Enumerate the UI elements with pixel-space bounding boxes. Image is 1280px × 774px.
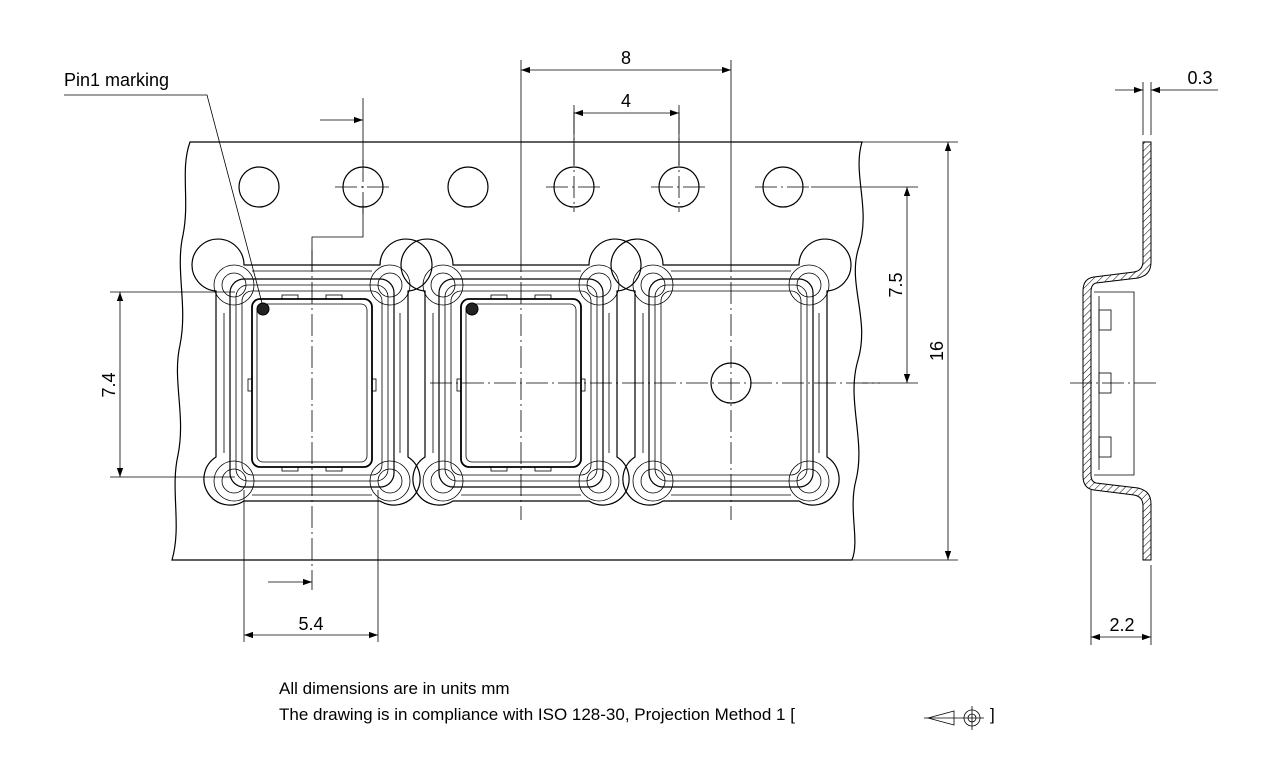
dim-16: 16 xyxy=(927,341,947,361)
pocket-2 xyxy=(400,238,642,506)
dim-0-3: 0.3 xyxy=(1187,68,1212,88)
dim-2-2: 2.2 xyxy=(1109,615,1134,635)
dim-7-5: 7.5 xyxy=(886,272,906,297)
first-angle-projection-icon xyxy=(924,706,984,730)
pin1-label: Pin1 marking xyxy=(64,70,169,90)
dim-5-4: 5.4 xyxy=(298,614,323,634)
pocket-centerlines xyxy=(311,205,880,590)
standard-note: The drawing is in compliance with ISO 12… xyxy=(279,705,795,724)
dim-7-4: 7.4 xyxy=(99,372,119,397)
standard-note-prefix: The drawing is in compliance with ISO 12… xyxy=(279,705,795,724)
side-view xyxy=(1070,82,1218,645)
pocket-1 xyxy=(191,238,433,506)
dim-pitch-4: 4 xyxy=(621,91,631,111)
pin1-dot xyxy=(256,302,270,316)
units-note: All dimensions are in units mm xyxy=(279,679,510,698)
standard-note-suffix: ] xyxy=(990,705,995,724)
dimension-lines xyxy=(64,66,952,639)
sprocket-centerlines xyxy=(335,112,811,214)
carrier-tape-outline xyxy=(171,141,864,561)
extension-lines xyxy=(110,60,958,642)
dim-pitch-8: 8 xyxy=(621,48,631,68)
